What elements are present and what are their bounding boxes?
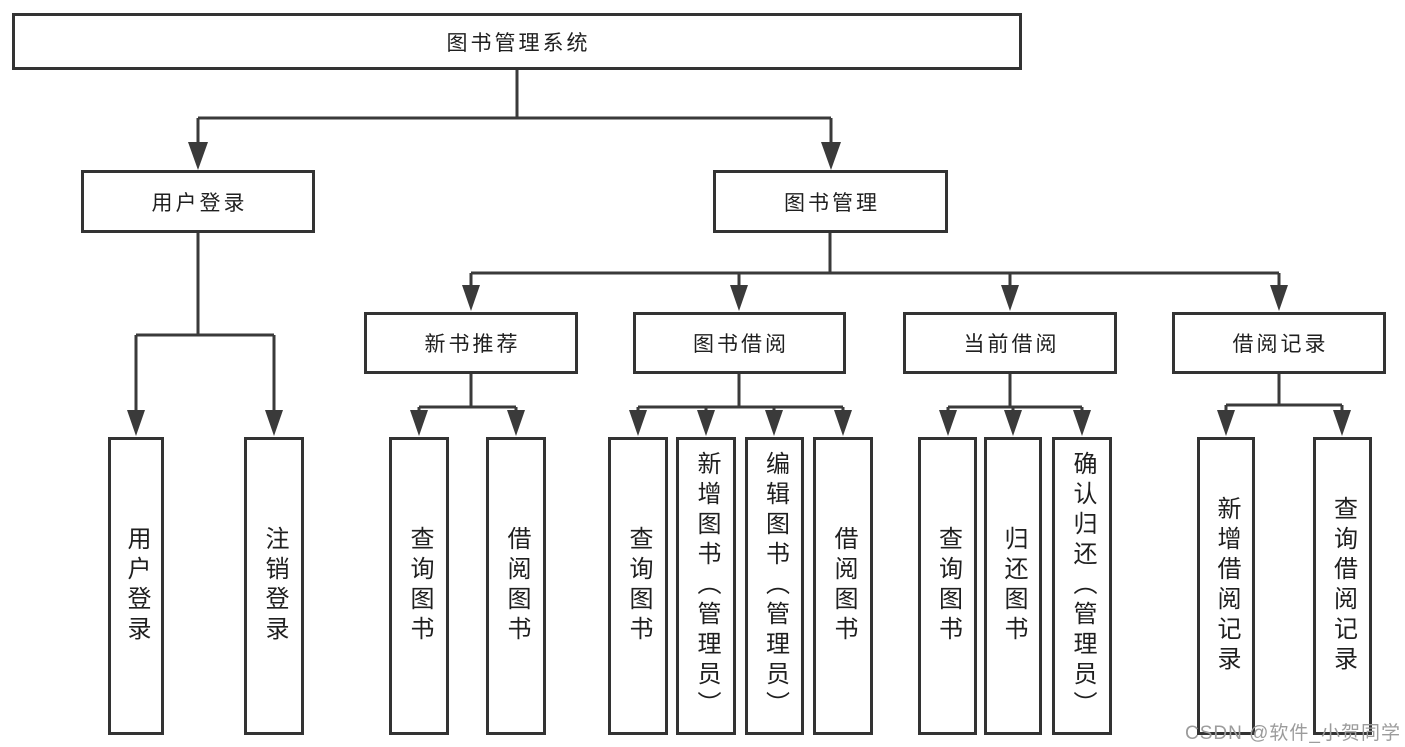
arrow-down-icon [1004, 410, 1022, 436]
arrow-down-icon [462, 285, 480, 311]
node-label: 借阅图书 [830, 526, 857, 646]
connector-book-mgmt-children [469, 233, 1281, 292]
arrow-down-icon [1073, 410, 1091, 436]
node-label: 图书借阅 [693, 333, 789, 356]
node-label: 确认归还（管理员） [1069, 451, 1096, 721]
node-book-management: 图书管理 [713, 170, 948, 233]
leaf-query-books: 查询图书 [389, 437, 449, 735]
node-root: 图书管理系统 [12, 13, 1022, 70]
arrow-down-icon [410, 410, 428, 436]
leaf-logout: 注销登录 [244, 437, 304, 735]
leaf-query-books: 查询图书 [918, 437, 977, 735]
arrow-down-icon [765, 410, 783, 436]
node-label: 查询图书 [934, 526, 962, 646]
node-label: 归还图书 [1000, 526, 1027, 646]
arrow-down-icon [821, 142, 841, 170]
arrow-down-icon [127, 410, 145, 436]
leaf-edit-books-admin: 编辑图书（管理员） [745, 437, 804, 735]
node-label: 查询借阅记录 [1329, 496, 1357, 676]
arrow-down-icon [730, 285, 748, 311]
node-label: 查询图书 [406, 526, 433, 646]
node-label: 编辑图书（管理员） [761, 451, 789, 721]
node-label: 用户登录 [123, 526, 150, 646]
connector-new-book-children [417, 374, 518, 416]
arrow-down-icon [507, 410, 525, 436]
leaf-add-borrow-record: 新增借阅记录 [1197, 437, 1255, 735]
arrow-down-icon [1333, 410, 1351, 436]
node-label: 新增借阅记录 [1213, 496, 1240, 676]
node-label: 新书推荐 [424, 333, 521, 356]
node-label: 借阅图书 [503, 526, 530, 646]
leaf-borrow-books: 借阅图书 [486, 437, 546, 735]
leaf-query-books: 查询图书 [608, 437, 668, 735]
leaf-query-borrow-record: 查询借阅记录 [1313, 437, 1372, 735]
arrow-down-icon [188, 142, 208, 170]
node-current-borrowing: 当前借阅 [903, 312, 1117, 374]
connector-borrow-records-children [1224, 374, 1344, 416]
node-new-book-recommendation: 新书推荐 [364, 312, 578, 374]
node-label: 当前借阅 [963, 333, 1060, 356]
node-borrowing-records: 借阅记录 [1172, 312, 1386, 374]
leaf-add-books-admin: 新增图书（管理员） [676, 437, 736, 735]
leaf-confirm-return-admin: 确认归还（管理员） [1052, 437, 1112, 735]
connector-user-login-children [134, 233, 276, 416]
connector-book-borrow-children [636, 374, 845, 416]
node-label: 图书管理 [784, 191, 880, 215]
arrow-down-icon [697, 410, 715, 436]
leaf-user-login: 用户登录 [108, 437, 164, 735]
watermark: CSDN @软件_小贺同学 [1185, 723, 1401, 744]
arrow-down-icon [939, 410, 957, 436]
node-label: 图书管理系统 [446, 31, 591, 55]
node-book-borrowing: 图书借阅 [633, 312, 846, 374]
leaf-borrow-books: 借阅图书 [813, 437, 873, 735]
node-label: 用户登录 [151, 191, 248, 215]
node-label: 新增图书（管理员） [693, 451, 720, 721]
arrow-down-icon [1270, 285, 1288, 311]
connector-current-borrow-children [946, 374, 1084, 416]
arrow-down-icon [265, 410, 283, 436]
arrow-down-icon [1217, 410, 1235, 436]
leaf-return-books: 归还图书 [984, 437, 1042, 735]
node-label: 注销登录 [261, 526, 288, 646]
arrow-down-icon [834, 410, 852, 436]
node-label: 查询图书 [625, 526, 652, 646]
connector-root-to-level2 [196, 70, 833, 148]
arrow-down-icon [629, 410, 647, 436]
node-label: 借阅记录 [1232, 333, 1329, 356]
node-user-login: 用户登录 [81, 170, 315, 233]
arrow-down-icon [1001, 285, 1019, 311]
